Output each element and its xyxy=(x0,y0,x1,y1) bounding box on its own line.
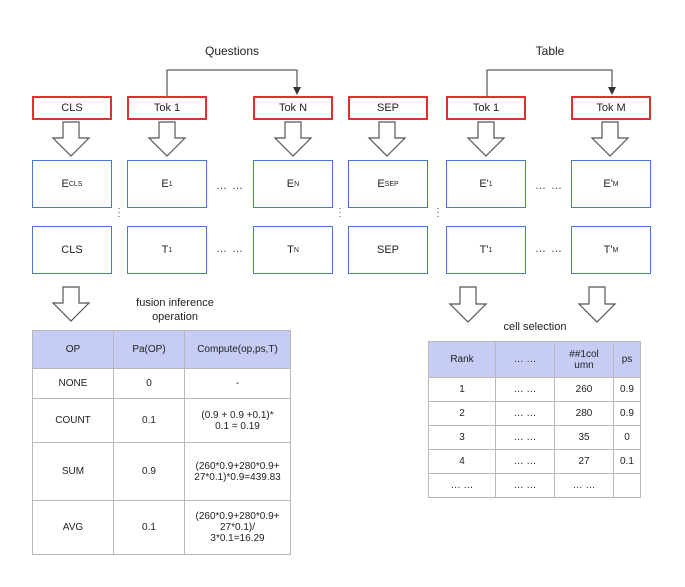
compute-cell: (260*0.9+280*0.9+ 27*0.1)/ 3*0.1=16.29 xyxy=(184,500,291,555)
operation-table-header: OP Pa(OP) Compute(op,ps,T) xyxy=(32,330,291,369)
embedding-table-m: E'M xyxy=(571,160,651,208)
token-sep: SEP xyxy=(348,96,428,120)
table-connector xyxy=(486,69,616,96)
token-cls: CLS xyxy=(32,96,112,120)
header-ellipsis: … … xyxy=(495,341,555,378)
questions-header: Questions xyxy=(204,44,260,58)
output-sep: SEP xyxy=(348,226,428,274)
table-row: 1 … … 260 0.9 xyxy=(428,377,641,402)
ps-cell: 0.9 xyxy=(613,377,641,402)
operation-table: OP Pa(OP) Compute(op,ps,T) NONE 0 - COUN… xyxy=(32,330,291,555)
header-compute: Compute(op,ps,T) xyxy=(184,330,291,369)
output-table-t1: T'1 xyxy=(446,226,526,274)
token-tok-n: Tok N xyxy=(253,96,333,120)
ellipsis-cell: … … xyxy=(495,377,555,402)
column-cell: … … xyxy=(554,473,614,498)
down-arrow-cell-left xyxy=(448,286,488,323)
rank-cell: … … xyxy=(428,473,496,498)
down-arrow-cls xyxy=(51,121,91,157)
down-arrow-sep xyxy=(367,121,407,157)
vertical-ellipsis-left: ··· xyxy=(117,203,121,221)
ps-cell: 0 xyxy=(613,425,641,450)
token-tok-1: Tok 1 xyxy=(127,96,207,120)
column-cell: 260 xyxy=(554,377,614,402)
header-op: OP xyxy=(32,330,114,369)
op-cell: NONE xyxy=(32,368,114,399)
header-ps: ps xyxy=(613,341,641,378)
pa-cell: 0.9 xyxy=(113,442,185,501)
table-row: COUNT 0.1 (0.9 + 0.9 +0.1)* 0.1 = 0.19 xyxy=(32,398,291,443)
rank-cell: 4 xyxy=(428,449,496,474)
column-cell: 280 xyxy=(554,401,614,426)
header-pa-op: Pa(OP) xyxy=(113,330,185,369)
pa-cell: 0.1 xyxy=(113,398,185,443)
table-row: NONE 0 - xyxy=(32,368,291,399)
column-cell: 35 xyxy=(554,425,614,450)
token-tok-m: Tok M xyxy=(571,96,651,120)
fusion-caption: fusion inference operation xyxy=(136,297,214,323)
header-column: ##1col umn xyxy=(554,341,614,378)
table-header: Table xyxy=(535,44,565,58)
down-arrow-cell-right xyxy=(577,286,617,323)
down-arrow-fusion xyxy=(51,286,91,322)
header-rank: Rank xyxy=(428,341,496,378)
ellipsis-cell: … … xyxy=(495,473,555,498)
column-cell: 27 xyxy=(554,449,614,474)
vertical-ellipsis-right: ··· xyxy=(436,203,440,221)
vertical-ellipsis-middle: ··· xyxy=(338,203,342,221)
embedding-table-1: E'1 xyxy=(446,160,526,208)
compute-cell: (0.9 + 0.9 +0.1)* 0.1 = 0.19 xyxy=(184,398,291,443)
ellipsis-table-out: … … xyxy=(535,243,564,255)
ellipsis-questions-emb: … … xyxy=(216,180,245,192)
table-row: AVG 0.1 (260*0.9+280*0.9+ 27*0.1)/ 3*0.1… xyxy=(32,500,291,555)
output-table-tm: T'M xyxy=(571,226,651,274)
ellipsis-table-emb: … … xyxy=(535,180,564,192)
down-arrow-tok1 xyxy=(147,121,187,157)
rank-cell: 3 xyxy=(428,425,496,450)
op-cell: COUNT xyxy=(32,398,114,443)
down-arrow-tokm xyxy=(590,121,630,157)
cell-selection-caption: cell selection xyxy=(503,321,567,333)
table-row: SUM 0.9 (260*0.9+280*0.9+ 27*0.1)*0.9=43… xyxy=(32,442,291,501)
ps-cell: 0.9 xyxy=(613,401,641,426)
token-table-tok-1: Tok 1 xyxy=(446,96,526,120)
down-arrow-tok1b xyxy=(466,121,506,157)
output-cls: CLS xyxy=(32,226,112,274)
pa-cell: 0 xyxy=(113,368,185,399)
ellipsis-questions-out: … … xyxy=(216,243,245,255)
op-cell: AVG xyxy=(32,500,114,555)
rank-cell: 1 xyxy=(428,377,496,402)
ps-cell: 0.1 xyxy=(613,449,641,474)
op-cell: SUM xyxy=(32,442,114,501)
ellipsis-cell: … … xyxy=(495,401,555,426)
table-row: 2 … … 280 0.9 xyxy=(428,401,641,426)
rank-cell: 2 xyxy=(428,401,496,426)
compute-cell: - xyxy=(184,368,291,399)
pa-cell: 0.1 xyxy=(113,500,185,555)
cell-selection-table: Rank … … ##1col umn ps 1 … … 260 0.9 2 …… xyxy=(428,341,641,498)
ellipsis-cell: … … xyxy=(495,425,555,450)
ellipsis-cell: … … xyxy=(495,449,555,474)
table-row: … … … … … … xyxy=(428,473,641,498)
questions-connector xyxy=(166,69,301,96)
down-arrow-tokn xyxy=(273,121,313,157)
compute-cell: (260*0.9+280*0.9+ 27*0.1)*0.9=439.83 xyxy=(184,442,291,501)
cell-table-header: Rank … … ##1col umn ps xyxy=(428,341,641,378)
table-row: 4 … … 27 0.1 xyxy=(428,449,641,474)
ps-cell xyxy=(613,473,641,498)
table-row: 3 … … 35 0 xyxy=(428,425,641,450)
